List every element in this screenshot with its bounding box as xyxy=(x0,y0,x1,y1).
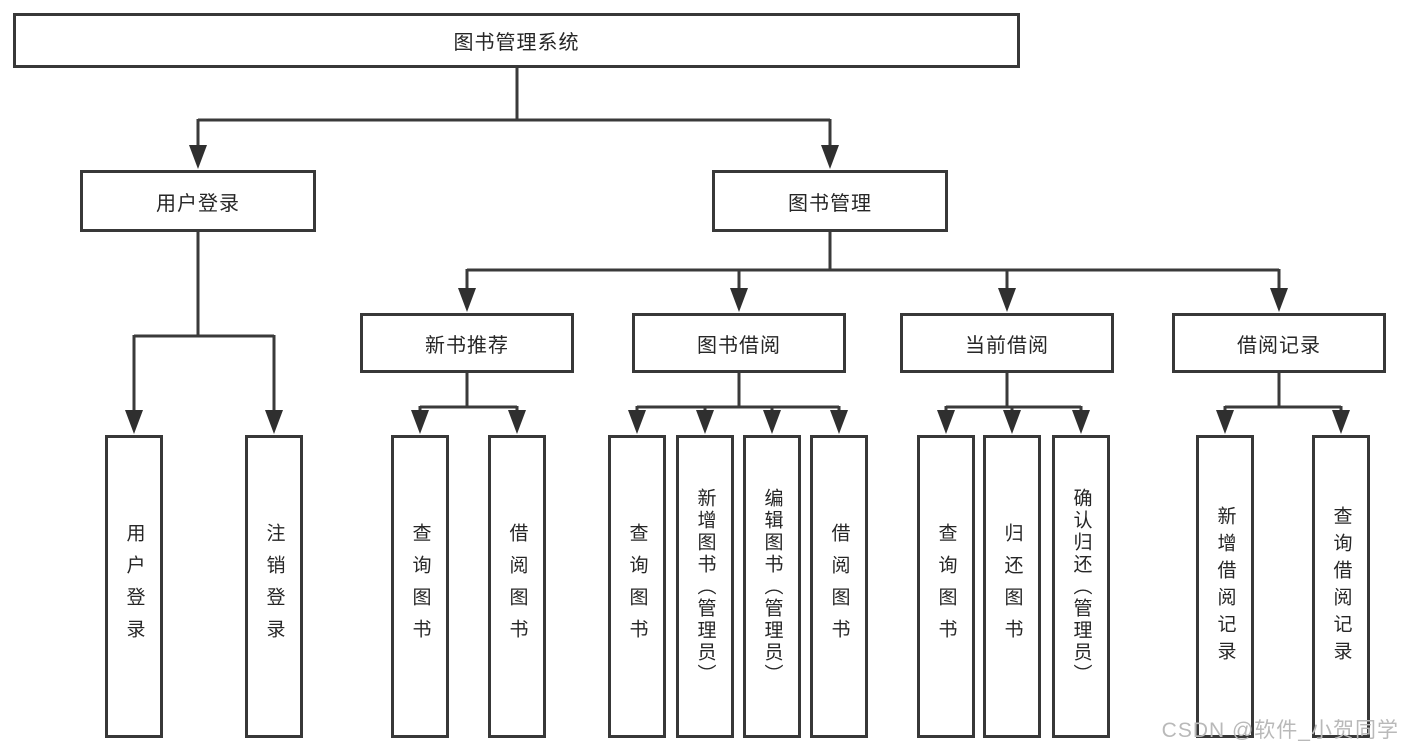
node-current-borrow-label: 当前借阅 xyxy=(965,334,1049,357)
leaf-return-book: 归还图书 xyxy=(983,435,1041,738)
leaf-user-login-label: 用户登录 xyxy=(123,522,145,651)
node-new-book-recommend-label: 新书推荐 xyxy=(425,334,509,357)
leaf-add-book-admin: 新增图书（管理员） xyxy=(676,435,734,738)
node-borrow-records-label: 借阅记录 xyxy=(1237,334,1321,357)
leaf-return-book-label: 归还图书 xyxy=(1001,522,1023,651)
leaf-query-borrow-record-label: 查询借阅记录 xyxy=(1330,505,1352,668)
node-root-label: 图书管理系统 xyxy=(453,32,580,54)
leaf-user-login: 用户登录 xyxy=(105,435,163,738)
leaf-edit-book-admin: 编辑图书（管理员） xyxy=(743,435,801,738)
leaf-borrow-book: 借阅图书 xyxy=(810,435,868,738)
node-book-borrow: 图书借阅 xyxy=(632,313,846,373)
leaf-logout-label: 注销登录 xyxy=(263,522,285,651)
leaf-add-borrow-record: 新增借阅记录 xyxy=(1196,435,1254,738)
leaf-confirm-return-admin: 确认归还（管理员） xyxy=(1052,435,1110,738)
leaf-confirm-return-admin-label: 确认归还（管理员） xyxy=(1070,487,1092,686)
leaf-borrow-book-label: 借阅图书 xyxy=(828,522,850,651)
leaf-borrow-query-book-label: 查询图书 xyxy=(626,522,648,651)
node-user-login-label: 用户登录 xyxy=(156,192,240,215)
node-book-management-label: 图书管理 xyxy=(788,192,872,215)
leaf-recommend-borrow-book: 借阅图书 xyxy=(488,435,546,738)
leaf-edit-book-admin-label: 编辑图书（管理员） xyxy=(761,487,783,686)
leaf-current-query-book: 查询图书 xyxy=(917,435,975,738)
node-book-management: 图书管理 xyxy=(712,170,948,232)
leaf-current-query-book-label: 查询图书 xyxy=(935,522,957,651)
node-user-login: 用户登录 xyxy=(80,170,316,232)
leaf-add-book-admin-label: 新增图书（管理员） xyxy=(694,487,716,686)
leaf-logout: 注销登录 xyxy=(245,435,303,738)
node-new-book-recommend: 新书推荐 xyxy=(360,313,574,373)
leaf-recommend-query-book-label: 查询图书 xyxy=(409,522,431,651)
node-root: 图书管理系统 xyxy=(13,13,1020,68)
watermark: CSDN @软件_小贺同学 xyxy=(1161,719,1399,742)
node-book-borrow-label: 图书借阅 xyxy=(697,334,781,357)
leaf-recommend-query-book: 查询图书 xyxy=(391,435,449,738)
leaf-query-borrow-record: 查询借阅记录 xyxy=(1312,435,1370,738)
node-borrow-records: 借阅记录 xyxy=(1172,313,1386,373)
leaf-recommend-borrow-book-label: 借阅图书 xyxy=(506,522,528,651)
leaf-add-borrow-record-label: 新增借阅记录 xyxy=(1214,505,1236,668)
node-current-borrow: 当前借阅 xyxy=(900,313,1114,373)
leaf-borrow-query-book: 查询图书 xyxy=(608,435,666,738)
